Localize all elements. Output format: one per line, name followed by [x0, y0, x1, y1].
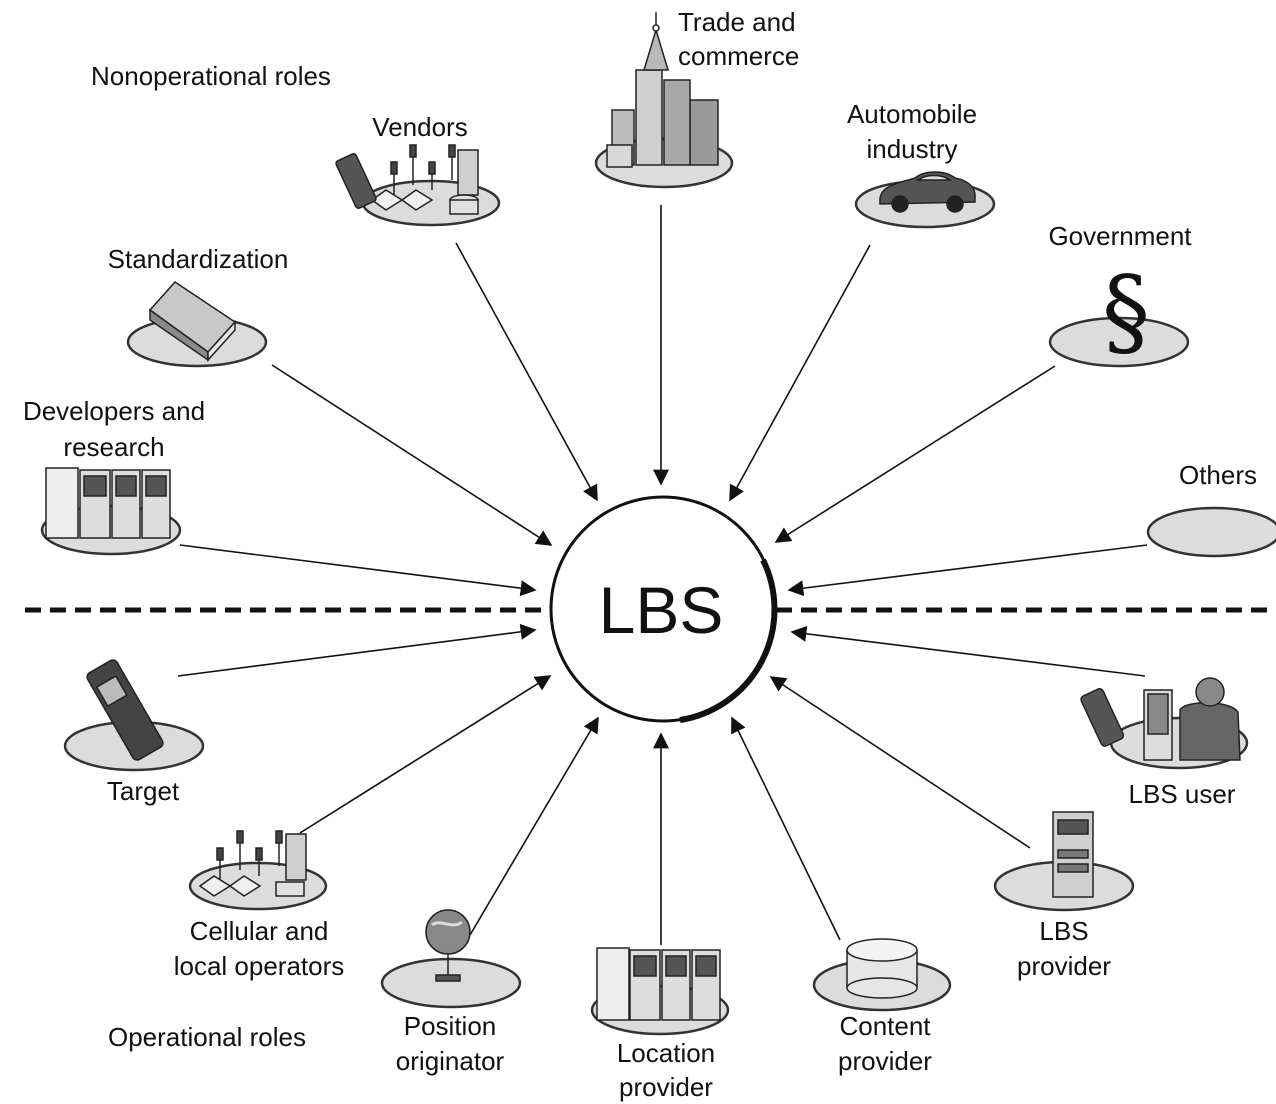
automobile-label-line1: Automobile — [847, 99, 977, 129]
role-lbs-user: LBS user — [1080, 677, 1249, 809]
location-label-line2: provider — [619, 1072, 713, 1102]
server-rack-icon — [45, 467, 171, 539]
lbs-user-label: LBS user — [1129, 779, 1236, 809]
others-label: Others — [1179, 460, 1257, 490]
globe-icon — [425, 909, 471, 982]
arrows — [177, 205, 1148, 945]
arrow-target — [177, 623, 537, 677]
arrow-government — [774, 365, 1056, 543]
developers-label-line2: research — [63, 432, 164, 462]
arrow-automobile — [729, 244, 871, 502]
role-automobile-industry: Automobile industry — [847, 99, 996, 229]
role-location-provider: Location provider — [590, 947, 730, 1102]
server-rack-icon — [596, 947, 721, 1021]
trade-label-line1: Trade and — [678, 7, 796, 37]
arrow-cellular — [299, 675, 552, 834]
arrow-position — [469, 716, 599, 936]
section-sign-icon: § — [1102, 256, 1150, 368]
network-antenna-icon — [198, 830, 307, 897]
role-others: Others — [1146, 460, 1276, 558]
cellular-label-line2: local operators — [174, 951, 345, 981]
role-lbs-provider: LBS provider — [993, 811, 1135, 981]
arrow-developers — [179, 544, 537, 597]
car-icon — [879, 171, 976, 213]
role-government: § Government — [1048, 221, 1192, 368]
role-trade-commerce: Trade and commerce — [594, 7, 799, 189]
skyscraper-icon — [606, 12, 719, 168]
role-vendors: Vendors — [335, 112, 501, 227]
target-label: Target — [107, 776, 180, 806]
developers-label-line1: Developers and — [23, 396, 205, 426]
role-cellular-local-operators: Cellular and local operators — [174, 830, 345, 981]
operational-roles-label: Operational roles — [108, 1022, 306, 1052]
role-developers-research: Developers and research — [23, 396, 205, 556]
nonoperational-roles-label: Nonoperational roles — [91, 61, 331, 91]
lbs-label: LBS — [599, 573, 724, 647]
role-target: Target — [63, 659, 205, 806]
cellular-label-line1: Cellular and — [190, 916, 329, 946]
automobile-label-line2: industry — [866, 134, 957, 164]
server-icon — [1052, 811, 1094, 898]
role-position-originator: Position originator — [380, 909, 522, 1076]
position-label-line1: Position — [404, 1011, 497, 1041]
trade-label-line2: commerce — [678, 41, 799, 71]
role-standardization: Standardization — [108, 244, 289, 368]
standardization-label: Standardization — [108, 244, 289, 274]
database-icon — [846, 938, 918, 999]
location-label-line1: Location — [617, 1038, 715, 1068]
lbs-provider-label-line1: LBS — [1039, 916, 1088, 946]
arrow-standardization — [271, 364, 553, 546]
network-antenna-icon — [335, 144, 479, 215]
content-label-line1: Content — [839, 1011, 931, 1041]
arrow-others — [787, 544, 1148, 597]
arrow-content — [731, 716, 841, 941]
role-content-provider: Content provider — [812, 938, 952, 1076]
arrow-vendors — [455, 242, 598, 502]
user-at-computer-icon — [1080, 677, 1241, 761]
mobile-phone-icon — [86, 659, 164, 761]
book-icon — [148, 281, 237, 362]
lbs-provider-label-line2: provider — [1017, 951, 1111, 981]
government-label: Government — [1048, 221, 1192, 251]
lbs-node: LBS — [549, 495, 778, 723]
vendors-label: Vendors — [372, 112, 467, 142]
content-label-line2: provider — [838, 1046, 932, 1076]
arrow-lbs-provider — [769, 676, 1031, 849]
position-label-line2: originator — [396, 1046, 505, 1076]
arrow-lbs-user — [790, 625, 1146, 677]
